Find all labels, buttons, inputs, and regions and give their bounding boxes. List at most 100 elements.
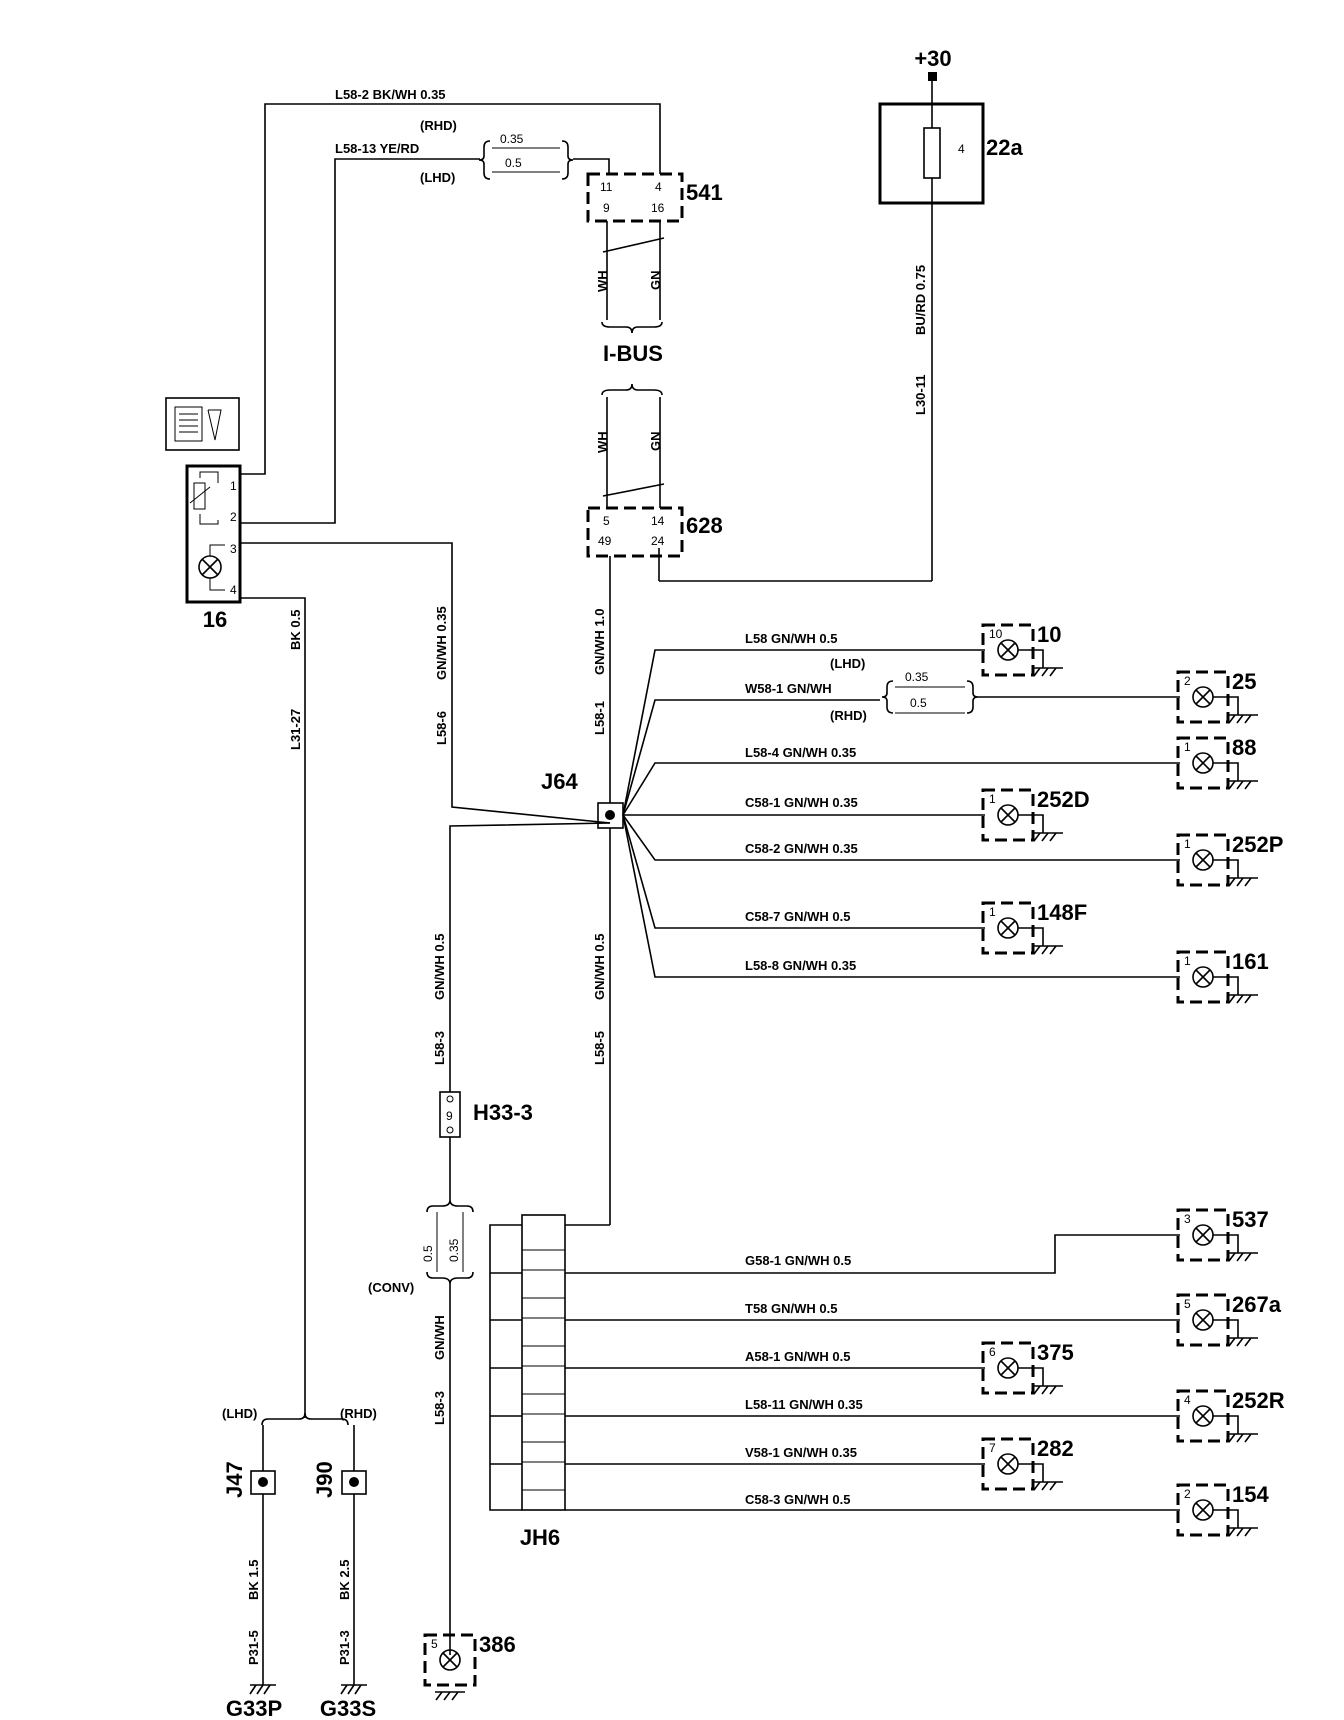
ground-154-symbol (1228, 1527, 1258, 1537)
wire-l58-13 (240, 158, 480, 524)
lamp-375-pin: 6 (989, 1345, 996, 1359)
wire-l58-2-label: L58-2 BK/WH 0.35 (335, 87, 446, 102)
lamp-161-label: 161 (1232, 949, 1269, 974)
splice-j90-label: J90 (312, 1461, 337, 1498)
dimmer-symbol-box (165, 397, 240, 451)
ground-161-symbol (1228, 994, 1258, 1004)
ground-148F-symbol (1033, 945, 1063, 955)
switch-16-label: 16 (203, 607, 227, 632)
lamp-25-pin: 2 (1184, 674, 1191, 688)
ibus-gn-bottom: GN (648, 432, 663, 452)
ibus-gn-top: GN (648, 271, 663, 291)
fuse-label: 22a (986, 135, 1023, 160)
lamp-154-label: 154 (1232, 1482, 1269, 1507)
ground-g33p-label: G33P (226, 1696, 282, 1720)
ground-g33p-symbol (249, 1684, 276, 1695)
load-25-size-05: 0.5 (910, 696, 927, 710)
load-282-wire: V58-1 GN/WH 0.35 (745, 1445, 857, 1460)
lamp-25-label: 25 (1232, 669, 1256, 694)
ground-g33s-symbol (340, 1684, 367, 1695)
conv-size-05: 0.5 (421, 1245, 435, 1262)
c628-pin-24: 24 (651, 534, 665, 548)
lamp-161-pin: 1 (1184, 954, 1191, 968)
wire-l58-3-spec: GN/WH 0.5 (432, 934, 447, 1000)
wire-p31-3-spec: BK 2.5 (337, 1560, 352, 1600)
lamp-267a-pin: 5 (1184, 1297, 1191, 1311)
load-25-lhd: (LHD) (830, 656, 865, 671)
wire-l31-27-label: L31-27 (288, 709, 303, 750)
connector-628-label: 628 (686, 513, 723, 538)
lamp-25: 2 25 (1176, 669, 1258, 724)
lamp-148F-pin: 1 (989, 905, 996, 919)
lamp-537-label: 537 (1232, 1207, 1269, 1232)
ground-252R-symbol (1228, 1433, 1258, 1443)
wire-l58-3 (449, 822, 611, 1092)
lamp-252P-label: 252P (1232, 832, 1283, 857)
load-88-wire: L58-4 GN/WH 0.35 (745, 745, 856, 760)
wire-lhd-label: (LHD) (420, 170, 455, 185)
lamp-375-label: 375 (1037, 1340, 1074, 1365)
ibus-wh-top: WH (595, 270, 610, 292)
lamp-252P-pin: 1 (1184, 837, 1191, 851)
load-25-wire: W58-1 GN/WH (745, 681, 832, 696)
wire-l58-5-label: L58-5 (592, 1031, 607, 1065)
ground-88-symbol (1228, 780, 1258, 790)
sw16-pin-2: 2 (230, 510, 237, 524)
wire-p31-5-spec: BK 1.5 (246, 1560, 261, 1600)
wire-l58-5-spec: GN/WH 0.5 (592, 934, 607, 1000)
ground-252P-symbol (1228, 877, 1258, 887)
c628-pin-14: 14 (651, 514, 665, 528)
lamp-282-pin: 7 (989, 1441, 996, 1455)
lamp-88-pin: 1 (1184, 740, 1191, 754)
ground-386-symbol (435, 1691, 465, 1701)
lamp-88-label: 88 (1232, 735, 1256, 760)
lamp-282-label: 282 (1037, 1436, 1074, 1461)
ground-g33s-label: G33S (320, 1696, 376, 1720)
ground-267a-symbol (1228, 1337, 1258, 1347)
wire-l58-1-label: L58-1 (592, 701, 607, 735)
connector-541 (586, 172, 684, 223)
lamp-161: 1 161 (1176, 949, 1269, 1004)
wire-g58-1: G58-1 GN/WH 0.5 (745, 1253, 851, 1268)
wire-l31-27 (240, 597, 306, 1418)
sw16-pin-3: 3 (230, 542, 237, 556)
switch-16 (185, 464, 242, 604)
ground-252D-symbol (1033, 832, 1063, 842)
splice-j64-label: J64 (541, 769, 578, 794)
wire-l58-3-label: L58-3 (432, 1031, 447, 1065)
ground-25-symbol (1228, 714, 1258, 724)
wire-l58-13-label: L58-13 YE/RD (335, 141, 419, 156)
load-25-rhd: (RHD) (830, 708, 867, 723)
wire-l58-3b-label: L58-3 (432, 1391, 447, 1425)
ground-282-symbol (1033, 1481, 1063, 1491)
wire-p31-5-label: P31-5 (246, 1630, 261, 1665)
lamp-252D-pin: 1 (989, 792, 996, 806)
fuse-element (923, 127, 941, 179)
wire-l58-6-label: L58-6 (434, 711, 449, 745)
ibus-label: I-BUS (603, 341, 663, 366)
ground-lhd-label: (LHD) (222, 1406, 257, 1421)
load-25-size-035: 0.35 (905, 670, 929, 684)
wire-l58-3b-spec: GN/WH (432, 1315, 447, 1360)
sw16-pin-1: 1 (230, 479, 237, 493)
lamp-10-pin: 10 (989, 627, 1003, 641)
c628-pin-5: 5 (603, 514, 610, 528)
c541-pin-9: 9 (603, 201, 610, 215)
h33-pin: 9 (446, 1109, 453, 1123)
ground-537-symbol (1228, 1252, 1258, 1262)
wire-rhd-label: (RHD) (420, 118, 457, 133)
ground-10-symbol (1033, 667, 1063, 677)
wire-burd-spec: BU/RD 0.75 (913, 265, 928, 335)
lamp-252P: 1 252P (1176, 832, 1283, 887)
conv-size-035: 0.35 (447, 1238, 461, 1262)
lamp-252R-label: 252R (1232, 1388, 1285, 1413)
lamp-252D-label: 252D (1037, 787, 1090, 812)
lamp-154-pin: 2 (1184, 1487, 1191, 1501)
connector-628 (586, 506, 684, 558)
